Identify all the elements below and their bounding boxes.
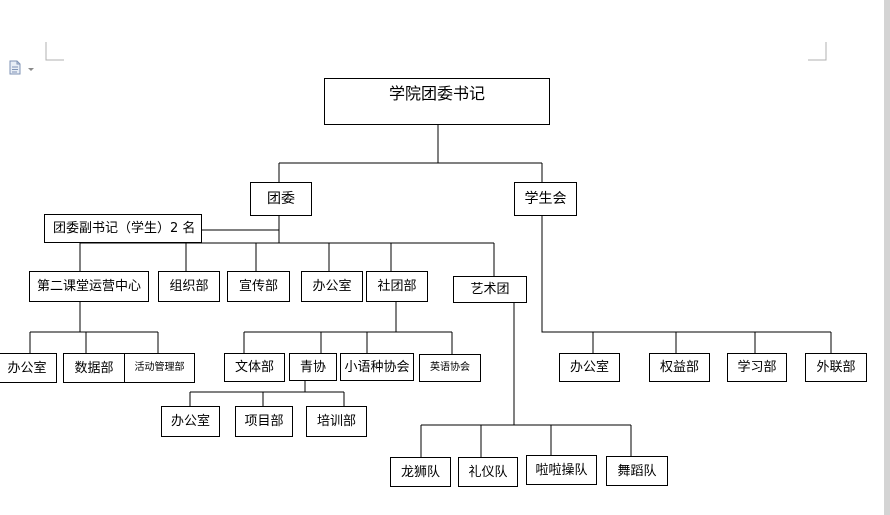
node-data-dept: 数据部 (63, 353, 125, 383)
document-icon[interactable] (8, 60, 38, 80)
node-second-classroom-center: 第二课堂运营中心 (29, 271, 149, 302)
node-publicity-dept: 宣传部 (227, 271, 290, 302)
node-student-union: 学生会 (514, 182, 577, 216)
node-minor-language-assoc: 小语种协会 (340, 353, 414, 381)
node-volunteer-office: 办公室 (161, 406, 220, 437)
node-club-dept: 社团部 (366, 271, 428, 302)
page-corner-marks (45, 42, 827, 61)
node-youth-volunteers: 青协 (289, 353, 337, 381)
node-union-office: 办公室 (559, 353, 620, 382)
node-project-dept: 项目部 (235, 406, 293, 437)
node-art-troupe: 艺术团 (453, 276, 527, 303)
node-cheerleading-team: 啦啦操队 (526, 455, 597, 485)
node-organization-dept: 组织部 (158, 271, 220, 302)
node-study-dept: 学习部 (727, 353, 787, 382)
node-tuanwei: 团委 (250, 182, 312, 216)
node-rights-dept: 权益部 (649, 353, 710, 382)
node-etiquette-team: 礼仪队 (458, 457, 518, 487)
node-deputy-secretary: 团委副书记（学生）2 名 (44, 214, 202, 243)
node-external-relations-dept: 外联部 (805, 353, 867, 382)
node-training-dept: 培训部 (306, 406, 367, 437)
node-activity-management-dept: 活动管理部 (124, 353, 195, 383)
node-dragon-lion-team: 龙狮队 (390, 457, 451, 487)
node-english-assoc: 英语协会 (419, 354, 481, 382)
node-sports-dept: 文体部 (224, 353, 285, 382)
node-center-office: 办公室 (0, 353, 57, 383)
node-dance-team: 舞蹈队 (606, 456, 668, 486)
window-edge-bar (884, 0, 890, 515)
node-college-league-secretary: 学院团委书记 (324, 78, 550, 125)
node-league-office: 办公室 (301, 271, 363, 302)
